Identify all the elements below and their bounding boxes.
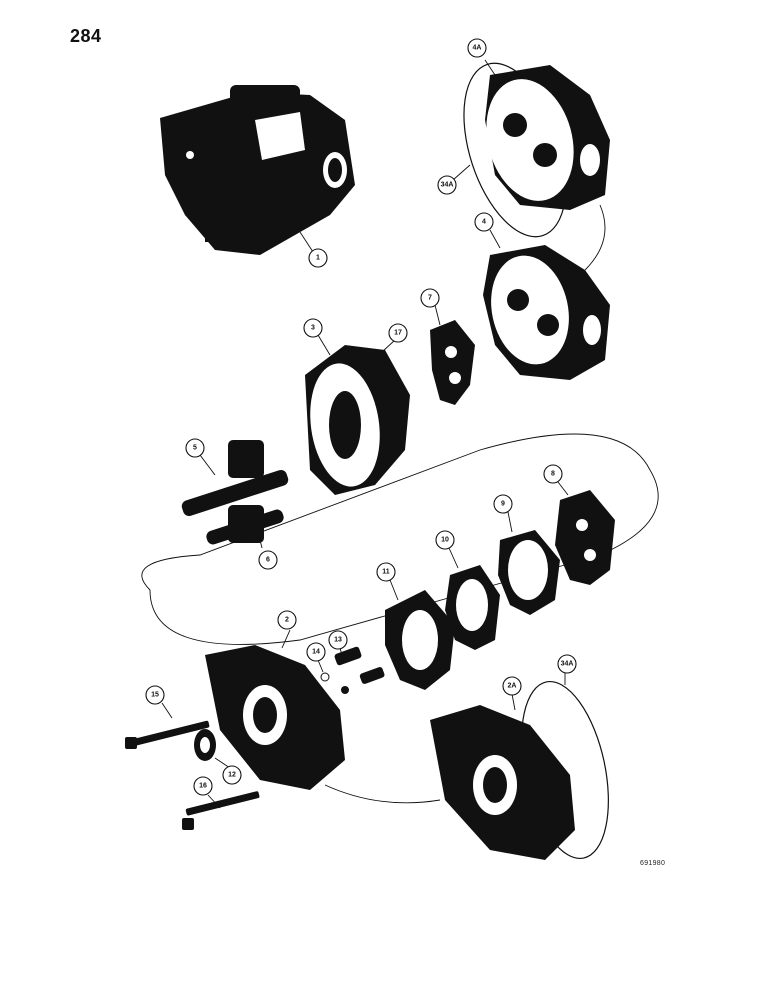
svg-text:17: 17: [394, 330, 402, 337]
callout-6: 6: [258, 550, 278, 570]
callout-7: 7: [420, 288, 440, 308]
wear-plate-11-part: [385, 590, 455, 690]
front-housing-4a-part: [463, 62, 610, 238]
callout-16: 16: [193, 776, 213, 796]
page-number: 284: [70, 26, 102, 46]
callout-17: 17: [388, 323, 408, 343]
callout-14: 14: [306, 642, 326, 662]
bolt-16-part: [182, 791, 260, 830]
callout-12: 12: [222, 765, 242, 785]
front-housing-4-part: [483, 245, 610, 380]
svg-text:3: 3: [311, 325, 315, 332]
callout-2: 2: [277, 610, 297, 630]
callout-10: 10: [435, 530, 455, 550]
drive-gear-shaft-5-part: [181, 440, 289, 517]
callout-4: 4: [474, 212, 494, 232]
svg-text:12: 12: [228, 772, 236, 779]
ball-14-part: [320, 672, 349, 694]
svg-text:1: 1: [316, 255, 320, 262]
spring-13-part: [334, 646, 385, 684]
callout-3: 3: [303, 318, 323, 338]
callout-34a-bottom: 34A: [557, 654, 577, 674]
kit-boundary-loop: [141, 433, 659, 645]
svg-text:13: 13: [334, 637, 342, 644]
backup-plate-9-part: [498, 530, 560, 615]
callout-2a: 2A: [502, 676, 522, 696]
bolt-15-part: [125, 720, 210, 749]
callout-34a-top: 34A: [437, 175, 457, 195]
svg-text:8: 8: [551, 471, 555, 478]
svg-text:4A: 4A: [473, 45, 482, 52]
callout-9: 9: [493, 494, 513, 514]
svg-text:16: 16: [199, 783, 207, 790]
rear-housing-2a-part: [430, 680, 609, 860]
svg-text:34A: 34A: [441, 182, 454, 189]
svg-text:2A: 2A: [508, 683, 517, 690]
svg-text:10: 10: [441, 537, 449, 544]
svg-text:4: 4: [482, 219, 486, 226]
callout-15: 15: [145, 685, 165, 705]
rear-housing-2-part: [205, 645, 345, 790]
driven-gear-shaft-6-part: [206, 505, 284, 545]
svg-text:15: 15: [151, 692, 159, 699]
oil-seal-12-part: [194, 729, 216, 761]
svg-text:7: 7: [428, 295, 432, 302]
callout-5: 5: [185, 438, 205, 458]
svg-text:5: 5: [193, 445, 197, 452]
seal-10-part: [445, 565, 500, 650]
callout-11: 11: [376, 562, 396, 582]
callout-13: 13: [328, 630, 348, 650]
svg-text:34A: 34A: [561, 661, 574, 668]
svg-text:14: 14: [312, 649, 320, 656]
svg-text:6: 6: [266, 557, 270, 564]
pump-assembly-part: [160, 85, 355, 255]
gear-body-3-part: [305, 345, 410, 495]
backup-gasket-8-part: [555, 490, 615, 585]
gasket-7-part: [430, 320, 475, 405]
figure-id: 691980: [640, 860, 666, 867]
svg-text:11: 11: [382, 569, 390, 576]
callout-1: 1: [308, 248, 328, 268]
svg-text:9: 9: [501, 501, 505, 508]
svg-text:2: 2: [285, 617, 289, 624]
callout-4a-top: 4A: [467, 38, 487, 58]
callout-8: 8: [543, 464, 563, 484]
